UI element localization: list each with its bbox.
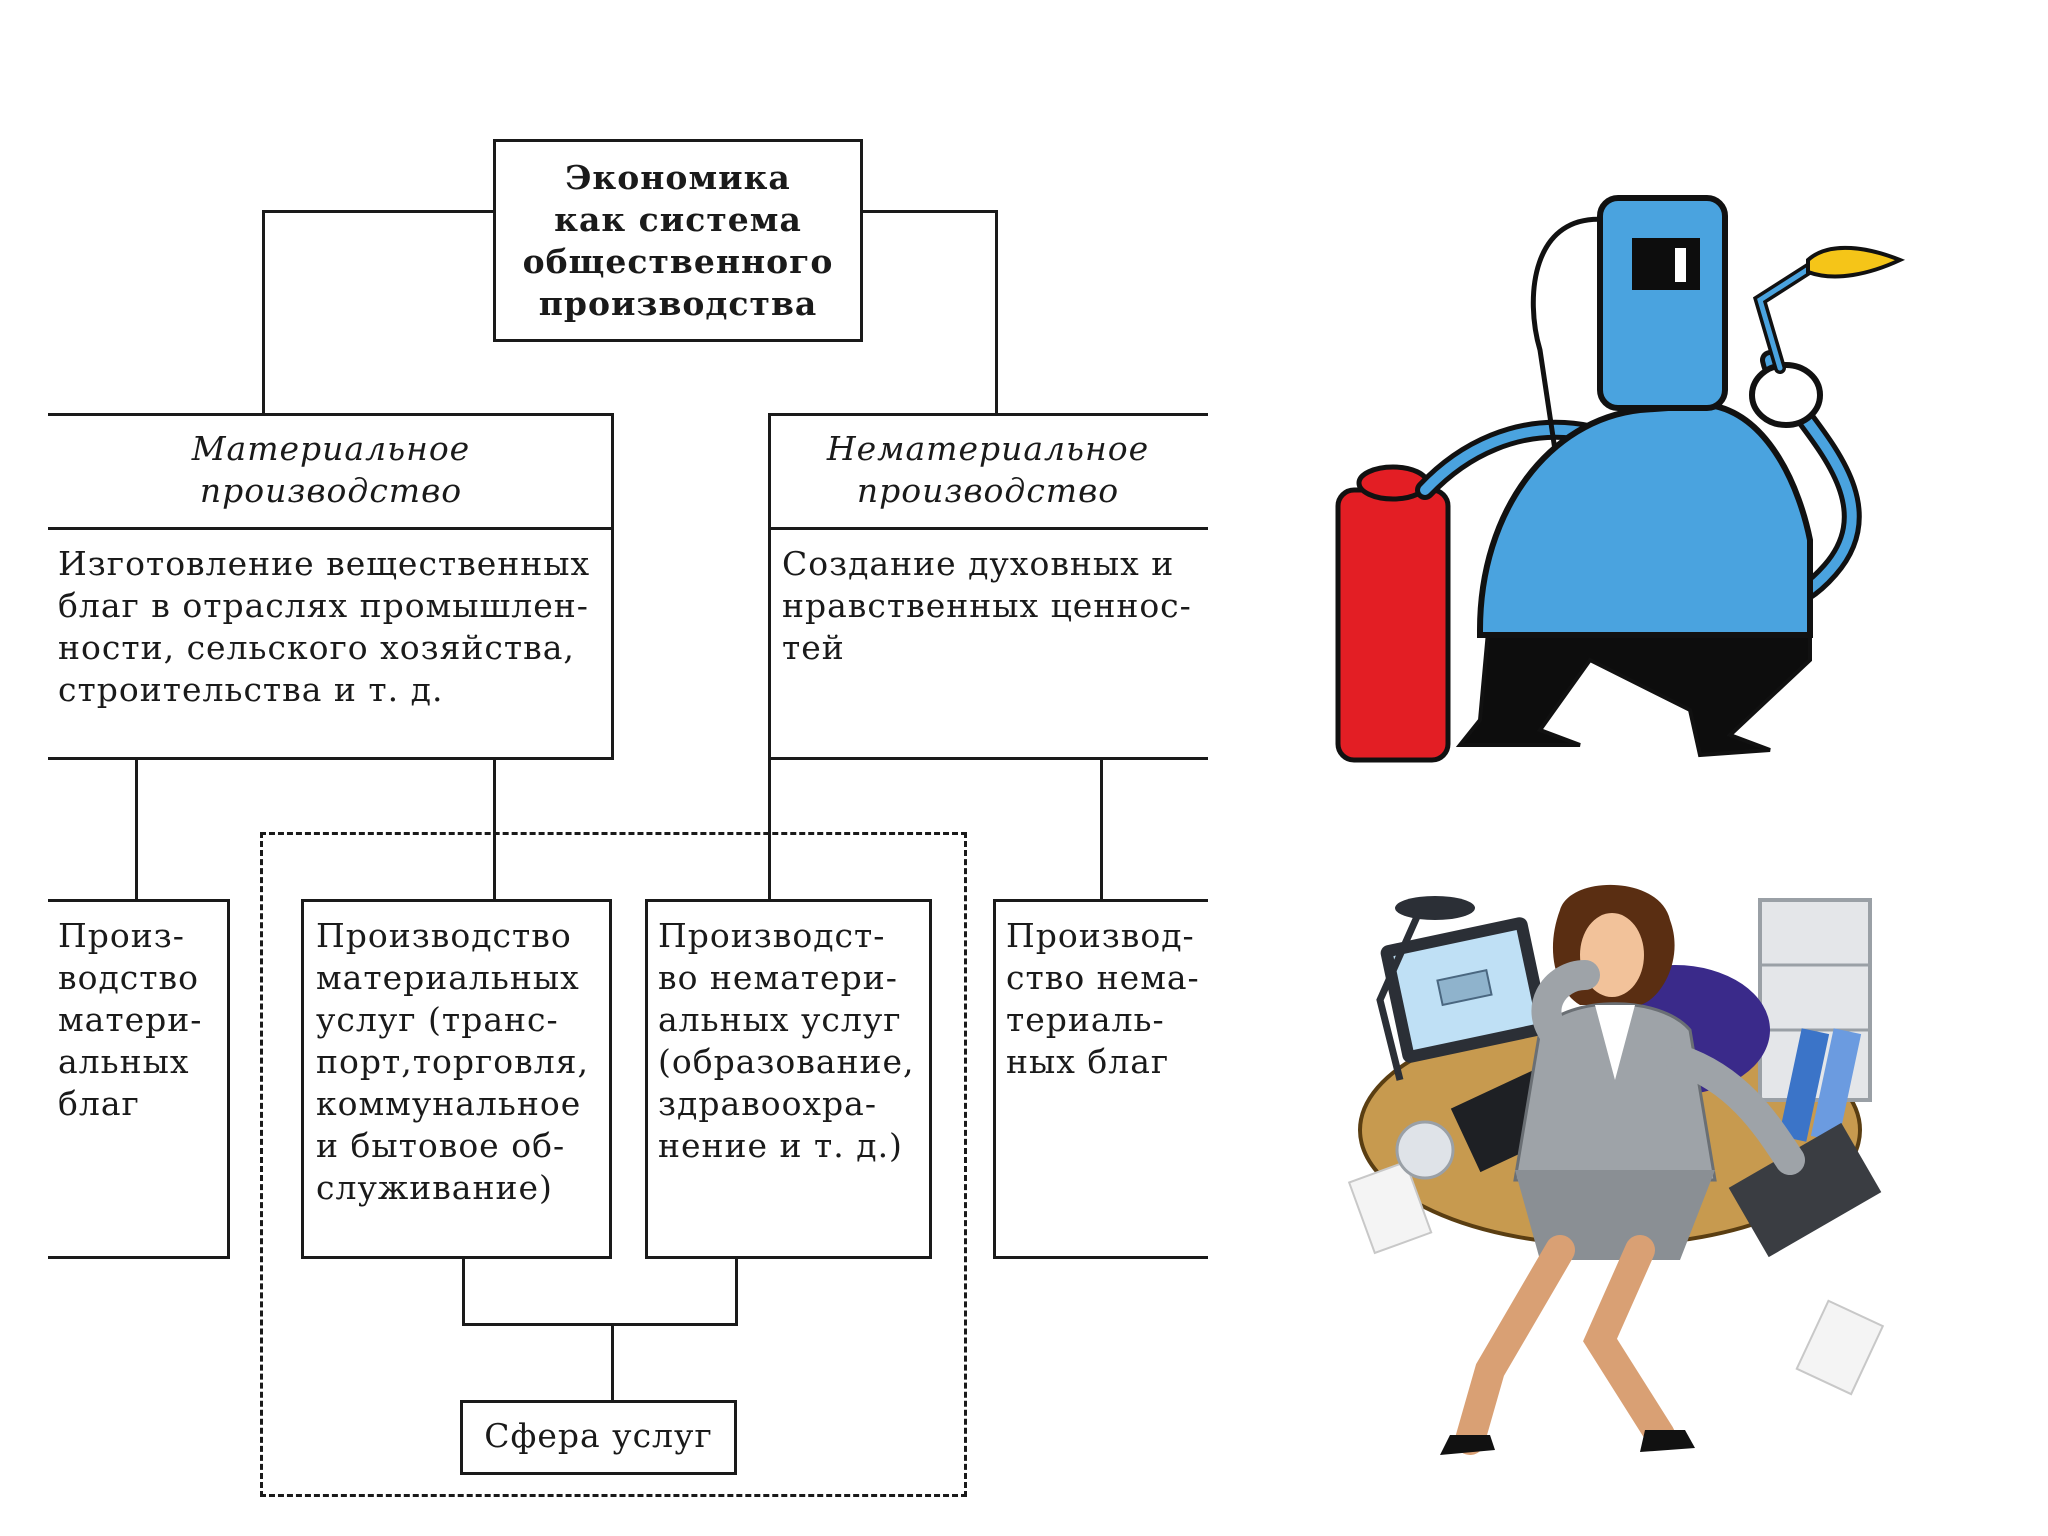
nonmaterial-production-box	[768, 413, 1208, 760]
monitor-window	[1436, 968, 1493, 1007]
connector	[735, 1256, 738, 1326]
welder-glove	[1749, 362, 1823, 428]
office-worker-icon	[1347, 884, 1885, 1455]
cd-disc	[1395, 1120, 1455, 1180]
worker-arm-laptop	[1665, 1045, 1805, 1175]
material-goods-label: Произ- водство матери- альных благ	[58, 916, 203, 1123]
worker-arm-phone	[1531, 960, 1600, 1055]
binder	[1810, 1028, 1862, 1142]
mask-visor	[1632, 238, 1700, 290]
root-box	[493, 139, 863, 342]
paper-sheet	[1795, 1299, 1885, 1396]
paper-sheet	[1347, 1160, 1433, 1255]
nonmaterial-production-description: Создание духовных и нравственных ценнос-…	[782, 544, 1192, 667]
welding-mask	[1597, 195, 1728, 411]
welder-icon	[1335, 195, 1906, 763]
connector	[493, 757, 496, 902]
nonmaterial-goods-label: Производ- ство нема- териаль- ных благ	[1006, 916, 1200, 1081]
connector	[768, 757, 771, 902]
binder	[1778, 1028, 1830, 1142]
worker-shoe	[1640, 1430, 1695, 1452]
worker-leg	[1583, 1235, 1675, 1450]
nonmaterial-services-box	[645, 899, 932, 1259]
connector	[462, 1256, 465, 1326]
connector	[135, 757, 138, 902]
connector	[262, 210, 495, 213]
connector	[462, 1323, 738, 1326]
services-sector-label: Сфера услуг	[484, 1416, 713, 1455]
nonmaterial-divider	[768, 527, 1208, 530]
services-sector-region	[260, 832, 967, 1497]
mask-strap	[1530, 216, 1611, 451]
mask-visor-glint	[1675, 248, 1686, 282]
material-production-title: Материальное производство	[191, 429, 471, 510]
material-services-box	[301, 899, 612, 1259]
material-services-label: Производство материальных услуг (транс- …	[316, 916, 589, 1207]
desk-lamp	[1376, 908, 1424, 1081]
nonmaterial-production-title: Нематериальное производство	[826, 429, 1150, 510]
torch-flame	[1806, 245, 1906, 279]
connector	[1100, 757, 1103, 902]
gas-tank	[1335, 487, 1451, 763]
welder-legs	[1455, 608, 1812, 758]
nonmaterial-goods-box	[993, 899, 1208, 1259]
material-production-description: Изготовление вещественных благ в отрасля…	[58, 544, 591, 709]
connector	[611, 1323, 614, 1403]
root-label: Экономика как система общественного прои…	[522, 158, 834, 323]
laptop	[1728, 1122, 1882, 1258]
desk-lamp-head	[1395, 896, 1475, 920]
material-production-box	[48, 413, 614, 760]
worker-leg	[1455, 1235, 1575, 1455]
connector	[262, 210, 265, 415]
connector	[862, 210, 998, 213]
worker-shirt	[1595, 1005, 1635, 1080]
services-sector-box	[460, 1400, 737, 1475]
welding-torch-inner	[1757, 265, 1813, 371]
worker-shoe	[1440, 1435, 1495, 1455]
material-goods-box	[48, 899, 230, 1259]
nonmaterial-services-label: Производст- во нематери- альных услуг (о…	[658, 916, 915, 1165]
connector	[995, 210, 998, 415]
material-divider	[48, 527, 614, 530]
